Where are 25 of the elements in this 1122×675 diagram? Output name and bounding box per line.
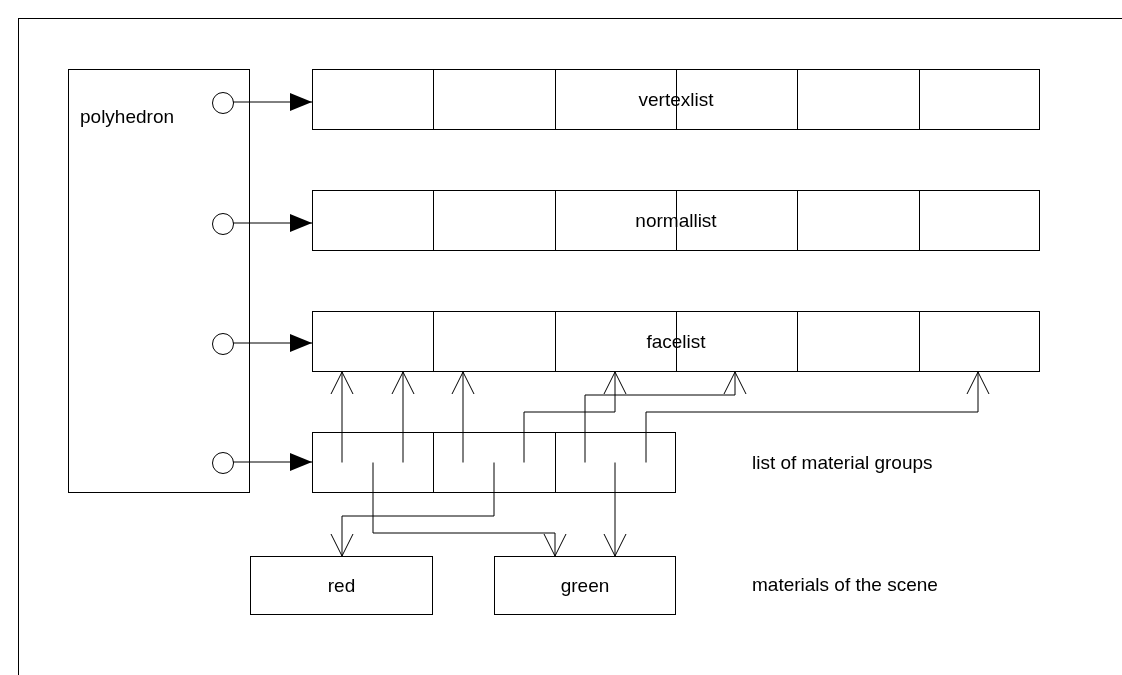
pointer-arrow [330, 462, 495, 557]
pointer-arrow [232, 334, 313, 352]
pointer-arrow [645, 371, 990, 463]
pointer-arrow [391, 371, 415, 463]
node-label: red [327, 574, 356, 597]
pointer-arrow [451, 371, 475, 463]
pointer-arrow [232, 453, 313, 471]
pointer-arrow [232, 93, 313, 111]
note-text: list of material groups [752, 452, 933, 474]
pointer-arrow [330, 371, 354, 463]
pointer-arrow [372, 462, 567, 557]
pointer-arrow [584, 371, 747, 463]
array-box [312, 190, 1040, 251]
array-box [312, 69, 1040, 130]
node-label: polyhedron [80, 106, 175, 128]
pointer-arrow [603, 462, 627, 557]
pointer-arrow [523, 371, 627, 463]
material-box [494, 556, 676, 615]
array-box [312, 432, 676, 493]
note-text: materials of the scene [752, 574, 938, 596]
pointer-arrow [232, 214, 313, 232]
struct-box [68, 69, 250, 493]
material-box [250, 556, 433, 615]
node-label: green [560, 574, 610, 597]
array-box [312, 311, 1040, 372]
